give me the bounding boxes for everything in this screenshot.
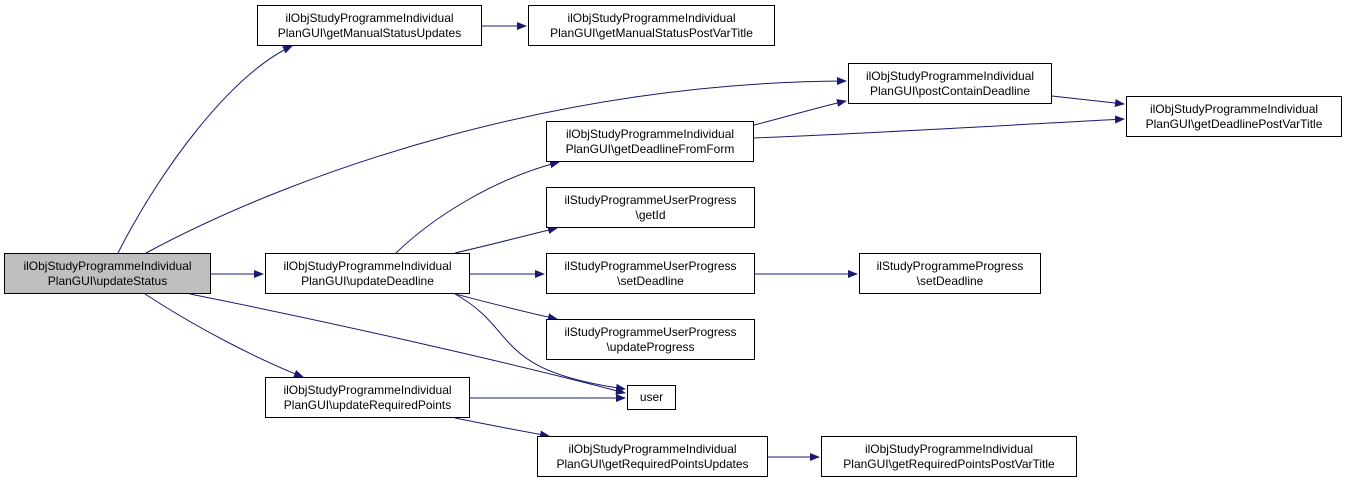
node-label-line2: PlanGUI\updateDeadline [301, 273, 434, 288]
node-label-line1: ilObjStudyProgrammeIndividual [1149, 101, 1319, 116]
node-label-line1: ilObjStudyProgrammeIndividual [565, 126, 735, 141]
edge-updatedeadline-to-getdeadlinefromform [395, 160, 560, 254]
edge-updatestatus-to-getmanualstatusupdates [117, 45, 293, 254]
node-postcontaindeadline[interactable]: ilObjStudyProgrammeIndividual PlanGUI\po… [848, 63, 1052, 104]
node-label-line1: ilStudyProgrammeUserProgress [564, 258, 737, 273]
node-label-line2: PlanGUI\updateRequiredPoints [283, 397, 452, 412]
node-label-line2: \updateProgress [606, 339, 695, 354]
node-getmanualstatuspostvartitle[interactable]: ilObjStudyProgrammeIndividual PlanGUI\ge… [528, 5, 775, 46]
node-label-line1: ilObjStudyProgrammeIndividual [285, 10, 454, 25]
node-getrequiredpointspostvartitle[interactable]: ilObjStudyProgrammeIndividual PlanGUI\ge… [821, 436, 1077, 477]
node-getdeadlinepostvartitle[interactable]: ilObjStudyProgrammeIndividual PlanGUI\ge… [1126, 96, 1342, 137]
node-label-line2: PlanGUI\updateStatus [47, 273, 168, 288]
node-label-line1: ilObjStudyProgrammeIndividual [567, 10, 736, 25]
node-label-line1: ilObjStudyProgrammeIndividual [865, 68, 1035, 83]
edge-getdeadlinefromform-to-getdeadlinepostvartitle [753, 115, 1125, 139]
edge-updatestatus-to-user [189, 293, 626, 395]
node-label-line1: user [639, 390, 664, 404]
node-label-line2: \setDeadline [617, 273, 684, 288]
node-label-line2: PlanGUI\getManualStatusPostVarTitle [550, 25, 753, 40]
node-label-line1: ilObjStudyProgrammeIndividual [283, 258, 452, 273]
node-updatedeadline[interactable]: ilObjStudyProgrammeIndividual PlanGUI\up… [265, 253, 470, 294]
node-userprogress-updateprogress[interactable]: ilStudyProgrammeUserProgress \updateProg… [546, 319, 755, 360]
edge-getdeadlinefromform-to-postcontaindeadline [753, 99, 847, 126]
edge-updatestatus-to-updaterequiredpoints [144, 293, 304, 378]
node-label-line2: PlanGUI\getDeadlinePostVarTitle [1145, 116, 1323, 131]
edge-updatedeadline-to-updateprogress [454, 293, 558, 322]
node-label-line2: PlanGUI\getRequiredPointsUpdates [556, 456, 749, 471]
node-label-line1: ilStudyProgrammeUserProgress [564, 324, 737, 339]
node-label-line2: PlanGUI\getManualStatusUpdates [277, 25, 462, 40]
edge-postcontaindeadline-to-getdeadlinepostvartitle [1051, 95, 1125, 107]
node-getmanualstatusupdates[interactable]: ilObjStudyProgrammeIndividual PlanGUI\ge… [257, 5, 482, 46]
node-label-line2: \setDeadline [916, 273, 984, 288]
node-updaterequiredpoints[interactable]: ilObjStudyProgrammeIndividual PlanGUI\up… [265, 377, 470, 418]
node-getdeadlinefromform[interactable]: ilObjStudyProgrammeIndividual PlanGUI\ge… [546, 121, 754, 162]
node-label-line1: ilStudyProgrammeProgress [876, 258, 1024, 273]
node-label-line2: \getId [635, 207, 666, 222]
edge-updatedeadline-to-getid [454, 226, 558, 254]
node-userprogress-getid[interactable]: ilStudyProgrammeUserProgress \getId [546, 187, 755, 228]
node-label-line2: PlanGUI\getDeadlineFromForm [565, 141, 735, 156]
node-label-line1: ilObjStudyProgrammeIndividual [23, 258, 192, 273]
node-label-line1: ilStudyProgrammeUserProgress [564, 192, 737, 207]
node-label-line2: PlanGUI\postContainDeadline [869, 83, 1031, 98]
node-user[interactable]: user [627, 385, 676, 410]
node-updatestatus: ilObjStudyProgrammeIndividual PlanGUI\up… [4, 253, 211, 294]
edge-updatestatus-to-postcontaindeadline [145, 77, 847, 254]
node-label-line2: PlanGUI\getRequiredPointsPostVarTitle [843, 456, 1055, 471]
edge-updaterequiredpoints-to-getrequiredpointsupdates [454, 417, 550, 439]
node-getrequiredpointsupdates[interactable]: ilObjStudyProgrammeIndividual PlanGUI\ge… [537, 436, 768, 477]
node-userprogress-setdeadline[interactable]: ilStudyProgrammeUserProgress \setDeadlin… [546, 253, 755, 294]
node-progress-setdeadline[interactable]: ilStudyProgrammeProgress \setDeadline [859, 253, 1041, 294]
node-label-line1: ilObjStudyProgrammeIndividual [864, 441, 1034, 456]
edge-updatedeadline-to-user [454, 293, 626, 392]
node-label-line1: ilObjStudyProgrammeIndividual [283, 382, 452, 397]
node-label-line1: ilObjStudyProgrammeIndividual [568, 441, 737, 456]
